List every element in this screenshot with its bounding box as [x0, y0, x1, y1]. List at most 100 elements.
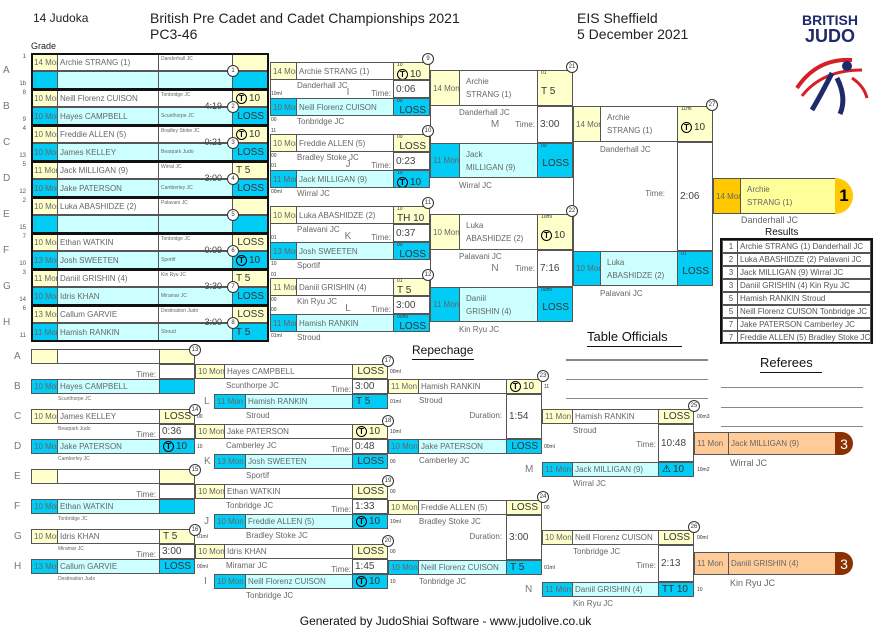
competitor-name[interactable]: Archie STRANG (1): [296, 62, 394, 80]
competitor-name[interactable]: Freddie ALLEN (5): [57, 125, 159, 143]
competitor-name[interactable]: [57, 215, 159, 233]
seed-number: 6: [22, 306, 26, 312]
competitor-name[interactable]: Neill Florenz CUISON: [296, 98, 394, 116]
match-number-badge: 12: [422, 269, 434, 281]
competitor-name[interactable]: Neill Florenz CUISON: [418, 560, 507, 575]
competitor-name[interactable]: Daniil GRISHIN (4): [57, 269, 159, 287]
last-name: ABASHIDZE (2): [466, 234, 524, 243]
competitor-name[interactable]: Ethan WATKIN: [57, 233, 159, 251]
competitor-name[interactable]: Freddie ALLEN (5): [245, 514, 353, 529]
pool-letter: C: [14, 411, 22, 422]
competitor-name[interactable]: Hayes CAMPBELL: [57, 107, 159, 125]
competitor-name[interactable]: Hamish RANKIN: [245, 394, 353, 409]
time-label: Time:: [331, 565, 351, 574]
score-cell: 10ml10: [537, 214, 573, 250]
competitor-name[interactable]: Callum GARVIE: [57, 559, 160, 574]
event-date: 5 December 2021: [577, 26, 689, 42]
referee-signature-line[interactable]: [721, 387, 863, 388]
competitor-name[interactable]: Jake PATERSON: [224, 424, 353, 439]
competitor-name[interactable]: Hamish RANKIN: [57, 323, 159, 341]
competitor-name[interactable]: Jack MILLIGAN (9): [296, 170, 394, 188]
competitor-name[interactable]: Jake PATERSON: [57, 179, 159, 197]
competitor-name[interactable]: Idris KHAN: [224, 544, 353, 559]
competitor-name[interactable]: Idris KHAN: [57, 287, 159, 305]
score-value: 10: [672, 464, 685, 475]
match-info-row: [270, 152, 394, 170]
result-place: 7: [722, 331, 738, 344]
competitor-name[interactable]: James KELLEY: [57, 143, 159, 161]
match-time: [159, 364, 195, 379]
time-label: Time:: [515, 120, 535, 129]
competitor-name[interactable]: Hamish RANKIN: [572, 409, 659, 424]
competitor-name[interactable]: Jack MILLIGAN (9): [572, 462, 659, 477]
divider: [760, 372, 822, 373]
competitor-name[interactable]: Luka ABASHIDZE (2): [296, 206, 394, 224]
competitor-name[interactable]: Josh SWEETEN: [296, 242, 394, 260]
competitor-name[interactable]: [57, 349, 160, 364]
footer-credit: Generated by JudoShiai Software - www.ju…: [299, 614, 592, 628]
competitor-name[interactable]: Hamish RANKIN: [418, 379, 507, 394]
score-cell: 10: [232, 251, 268, 269]
score-value: 10: [523, 381, 535, 392]
competitor-name[interactable]: Freddie ALLEN (5): [418, 500, 507, 515]
competitor-name[interactable]: Jack MILLIGAN (9): [57, 161, 159, 179]
competitor-name[interactable]: Jake PATERSON: [418, 439, 507, 454]
ippon-icon: [163, 441, 174, 452]
competitor-name[interactable]: Jack MILLIGAN (9): [728, 432, 836, 455]
competitor-name[interactable]: [57, 469, 160, 484]
competitor-name[interactable]: Neill Florenz CUISON: [57, 89, 159, 107]
competitor-name[interactable]: [57, 71, 159, 89]
competitor-name[interactable]: Neill Florenz CUISON: [572, 530, 659, 545]
competitor-name[interactable]: Ethan WATKIN: [224, 484, 353, 499]
competitor-name[interactable]: Idris KHAN: [57, 529, 160, 544]
competitor-name[interactable]: Hamish RANKIN: [296, 314, 394, 332]
competitor-name[interactable]: Freddie ALLEN (5): [296, 134, 394, 152]
score-code: 01: [541, 70, 547, 76]
competitor-name[interactable]: Daniil GRISHIN (4): [296, 278, 394, 296]
competitor-name[interactable]: Luka ABASHIDZE (2): [57, 197, 159, 215]
competitor-name[interactable]: James KELLEY: [57, 409, 160, 424]
score-cell: TT 10: [658, 582, 694, 597]
competitor-name[interactable]: Josh SWEETEN: [57, 251, 159, 269]
score-code: 00: [544, 505, 550, 511]
club-name: Miramar JC: [58, 546, 84, 552]
official-signature-line[interactable]: [566, 398, 708, 399]
referee-signature-line[interactable]: [721, 426, 863, 427]
competitor-name[interactable]: Daniil GRISHIN (4): [572, 582, 659, 597]
match-number-badge: 26: [688, 521, 700, 533]
competitor-name[interactable]: Hayes CAMPBELL: [224, 364, 353, 379]
official-signature-line[interactable]: [566, 359, 708, 361]
score-value: 10: [554, 229, 566, 241]
competitor-name[interactable]: Hayes CAMPBELL: [57, 379, 160, 394]
match-number-badge: 24: [537, 491, 549, 503]
match-number-badge: 6: [227, 245, 239, 257]
pool-letter: B: [3, 101, 10, 112]
competitor-name[interactable]: Josh SWEETEN: [245, 454, 353, 469]
code-above: 11: [271, 128, 277, 134]
grade-cell: 11 Mon: [542, 409, 573, 424]
grade-label: Grade: [31, 41, 57, 51]
time-label: Time:: [371, 233, 391, 242]
divider: [587, 346, 682, 347]
time-label: Time:: [636, 440, 656, 449]
competitor-name[interactable]: Neill Florenz CUISON: [245, 574, 353, 589]
competitor-name[interactable]: Callum GARVIE: [57, 305, 159, 323]
official-signature-line[interactable]: [566, 379, 708, 380]
referee-signature-line[interactable]: [721, 407, 863, 408]
result-entry: Daniil GRISHIN (4) Kin Ryu JC: [737, 279, 871, 292]
match-number-badge: 15: [189, 464, 201, 476]
competitor-name[interactable]: Ethan WATKIN: [57, 499, 160, 514]
last-name: STRANG (1): [466, 90, 512, 99]
competitor-name[interactable]: Daniil GRISHIN (4): [728, 552, 836, 575]
competitor-name[interactable]: Jake PATERSON: [57, 439, 160, 454]
score-code: 00ml: [397, 314, 408, 320]
club-name: Tonbridge JC: [58, 516, 88, 522]
competitor-name[interactable]: Archie STRANG (1): [57, 53, 159, 71]
